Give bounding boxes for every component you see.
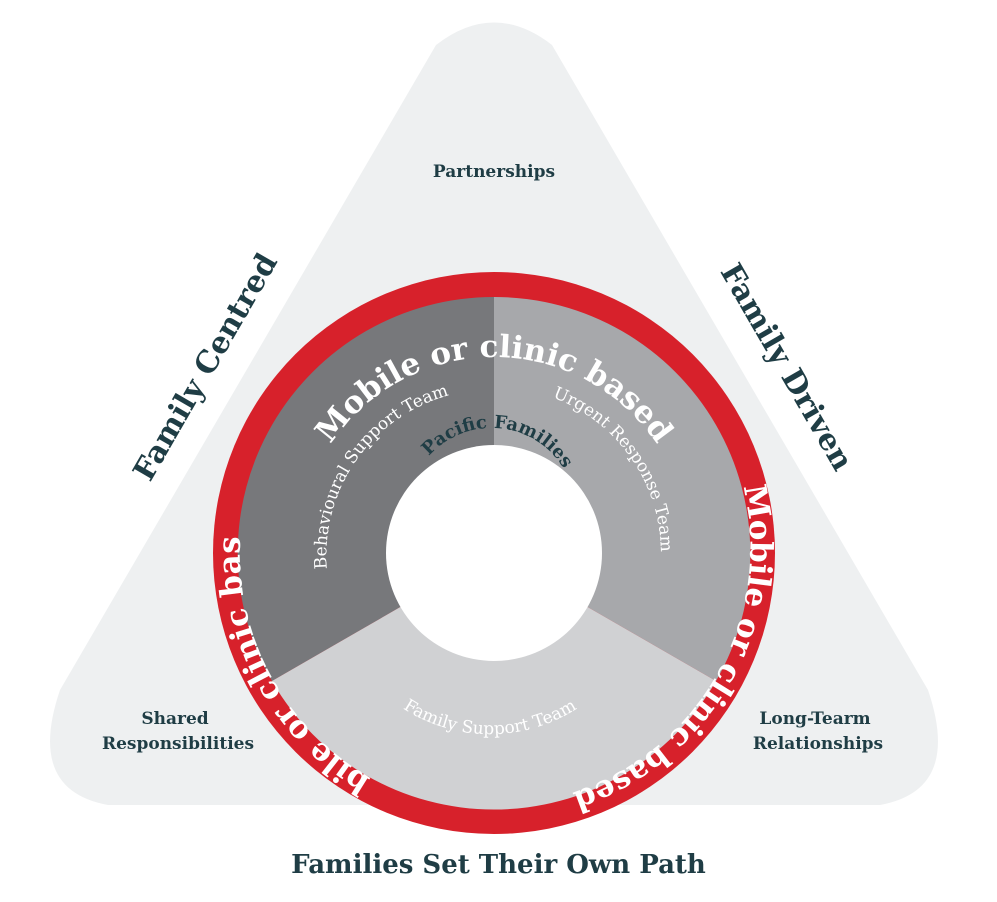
footer-title: Families Set Their Own Path bbox=[291, 850, 706, 880]
triangle-top-label: Partnerships bbox=[433, 162, 555, 182]
segment-family-support bbox=[272, 553, 716, 810]
center-circle bbox=[386, 445, 602, 661]
triangle-bottom-right-label: Long-Tearm Relationships bbox=[753, 709, 883, 754]
triangle-bottom-left-label: Shared Responsibilities bbox=[102, 709, 254, 754]
